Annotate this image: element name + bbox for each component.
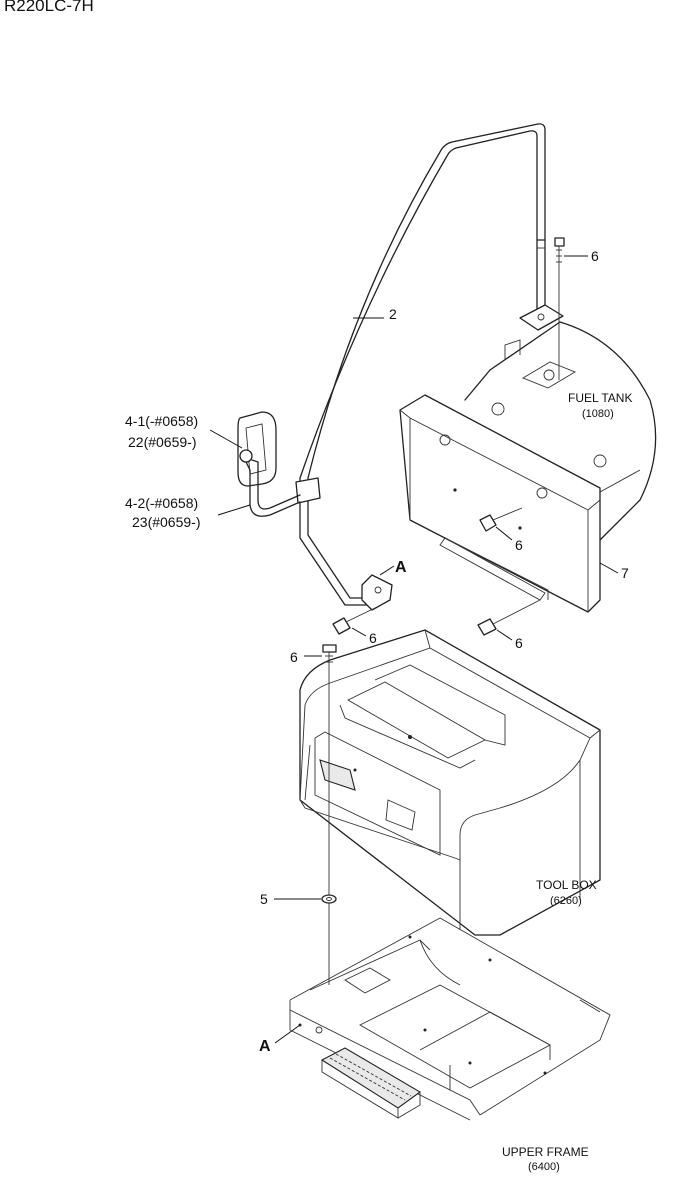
callout-6-cover-low: 6	[515, 635, 523, 651]
leader-4-2	[217, 504, 251, 516]
fuel-tank	[464, 321, 657, 541]
fuel-tank-label: FUEL TANK	[568, 391, 632, 405]
callout-6-toolbox: 6	[290, 649, 298, 665]
bolt-top	[554, 237, 588, 380]
upper-frame	[289, 917, 611, 1121]
mirror-stay	[295, 123, 564, 611]
callout-2: 2	[389, 306, 397, 322]
callout-6-top: 6	[591, 248, 599, 264]
callout-a-bottom: A	[259, 1038, 271, 1055]
tank-cover	[399, 394, 607, 613]
callout-22: 22(#0659-)	[128, 434, 197, 450]
fuel-tank-code: (1080)	[582, 408, 614, 420]
bolt-toolbox	[304, 644, 337, 985]
callout-6-cover: 6	[515, 537, 523, 553]
upper-frame-code: (6400)	[528, 1161, 560, 1173]
callout-7: 7	[621, 565, 629, 581]
callout-4-1: 4-1(-#0658)	[125, 413, 198, 429]
leader-4-1	[209, 429, 243, 449]
callout-4-2: 4-2(-#0658)	[125, 495, 198, 511]
callout-23: 23(#0659-)	[132, 514, 201, 530]
washer	[274, 894, 337, 904]
tool-box-code: (6260)	[550, 895, 582, 907]
callout-6-stay: 6	[369, 630, 377, 646]
bolt-stay	[332, 607, 376, 637]
bolt-cover-2	[477, 599, 541, 641]
callout-a-top: A	[395, 559, 407, 576]
tool-box-label: TOOL BOX	[536, 878, 597, 892]
bolt-cover-1	[479, 507, 523, 541]
side-mirror	[237, 411, 301, 517]
leader-a-top	[379, 565, 395, 576]
leader-a-bottom	[274, 1024, 301, 1044]
callout-5: 5	[260, 891, 268, 907]
upper-frame-label: UPPER FRAME	[502, 1145, 589, 1159]
model-title: R220LC-7H	[4, 0, 94, 15]
leader-7	[599, 562, 619, 574]
